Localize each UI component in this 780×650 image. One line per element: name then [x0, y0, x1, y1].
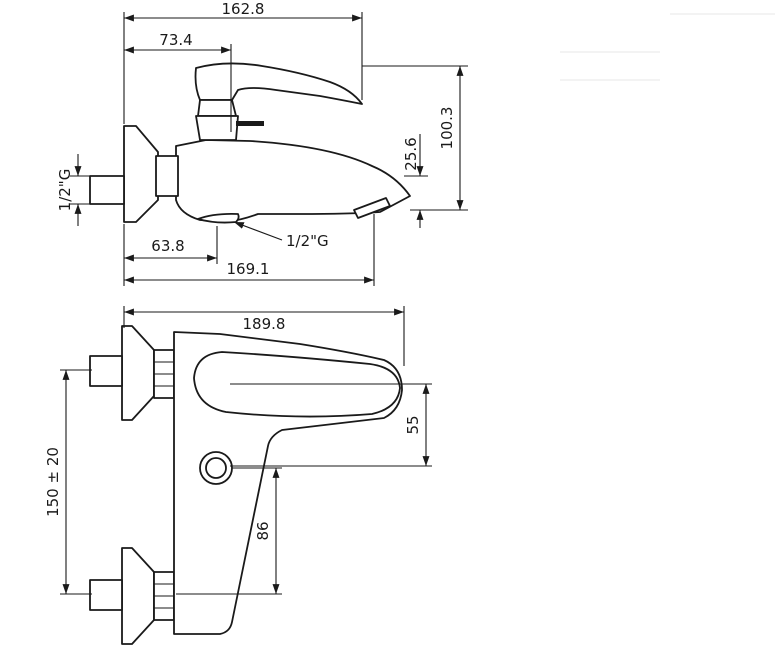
side-view-drawing: [89, 62, 411, 224]
dim-overall-top: 162.8: [222, 0, 265, 18]
dim-diverter: 86: [254, 521, 272, 540]
dim-outlet-offset: 63.8: [151, 237, 184, 255]
dim-overall-bottom: 169.1: [227, 260, 270, 278]
dim-spout-drop: 25.6: [402, 137, 420, 170]
aerator: [353, 197, 391, 219]
top-inlet-pipe: [89, 355, 123, 387]
dim-lever-height: 55: [404, 415, 422, 434]
diverter-inner: [205, 457, 227, 479]
top-wall-flange: [121, 325, 155, 421]
ring-marker: [236, 121, 264, 126]
inlet-pipe: [89, 175, 125, 205]
dim-outlet-thread: 1/2"G: [286, 232, 329, 250]
dim-width: 189.8: [243, 315, 286, 333]
outlet-slot: [197, 212, 240, 224]
bottom-inlet-pipe: [89, 579, 123, 611]
dim-height: 100.3: [438, 107, 456, 150]
lever-base: [195, 115, 239, 141]
mixer-lever: [194, 62, 363, 105]
side-view-dimensions: [70, 12, 468, 286]
bottom-wall-flange: [121, 547, 155, 645]
front-view-drawing: [89, 325, 403, 645]
background-artifacts: [560, 13, 775, 81]
dim-lever-offset: 73.4: [159, 31, 192, 49]
front-view-dimensions: [60, 306, 432, 595]
wall-flange: [123, 125, 159, 223]
lever-stem: [197, 99, 237, 117]
dim-inlet-thread: 1/2"G: [56, 169, 74, 212]
dim-centers: 150 ± 20: [44, 447, 62, 517]
connector: [155, 155, 179, 197]
